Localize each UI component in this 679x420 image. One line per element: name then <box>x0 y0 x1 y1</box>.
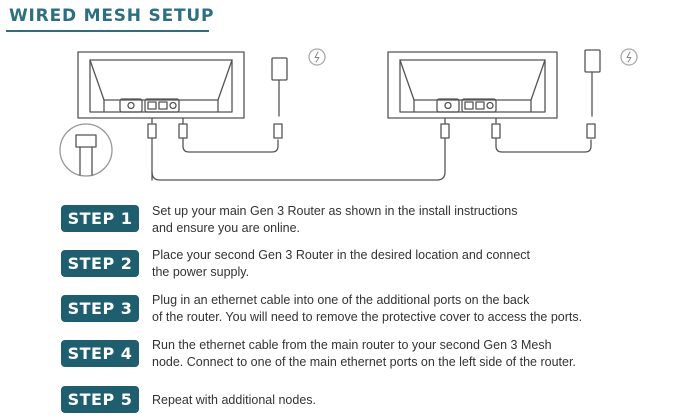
step-3-text: Plug in an ethernet cable into one of th… <box>152 293 583 324</box>
step-2-text: Place your second Gen 3 Router in the de… <box>152 248 531 279</box>
cable-fitting-icon <box>59 123 113 177</box>
lightning-icon <box>620 48 638 66</box>
step-5-badge: STEP 5 <box>61 386 139 413</box>
power-plug-icon <box>178 117 283 153</box>
step-4-text: Run the ethernet cable from the main rou… <box>152 338 576 369</box>
page-title: WIRED MESH SETUP <box>9 6 215 26</box>
mesh-node-router-icon <box>387 51 558 119</box>
wired-mesh-diagram <box>59 48 638 181</box>
lightning-icon <box>308 48 326 66</box>
step-1-text: Set up your main Gen 3 Router as shown i… <box>152 204 518 235</box>
power-adapter-icon <box>271 57 288 117</box>
power-plug-icon <box>491 117 596 153</box>
step-4-badge: STEP 4 <box>61 340 139 367</box>
step-2-badge: STEP 2 <box>61 250 139 277</box>
main-router-icon <box>77 51 245 119</box>
power-adapter-icon <box>584 49 601 117</box>
step-1-badge: STEP 1 <box>61 205 139 232</box>
step-5-text: Repeat with additional nodes. <box>152 393 317 407</box>
ethernet-plug-icon <box>151 117 450 181</box>
ethernet-plug-icon <box>147 117 157 181</box>
step-3-badge: STEP 3 <box>61 295 139 322</box>
title-underline <box>6 30 209 32</box>
